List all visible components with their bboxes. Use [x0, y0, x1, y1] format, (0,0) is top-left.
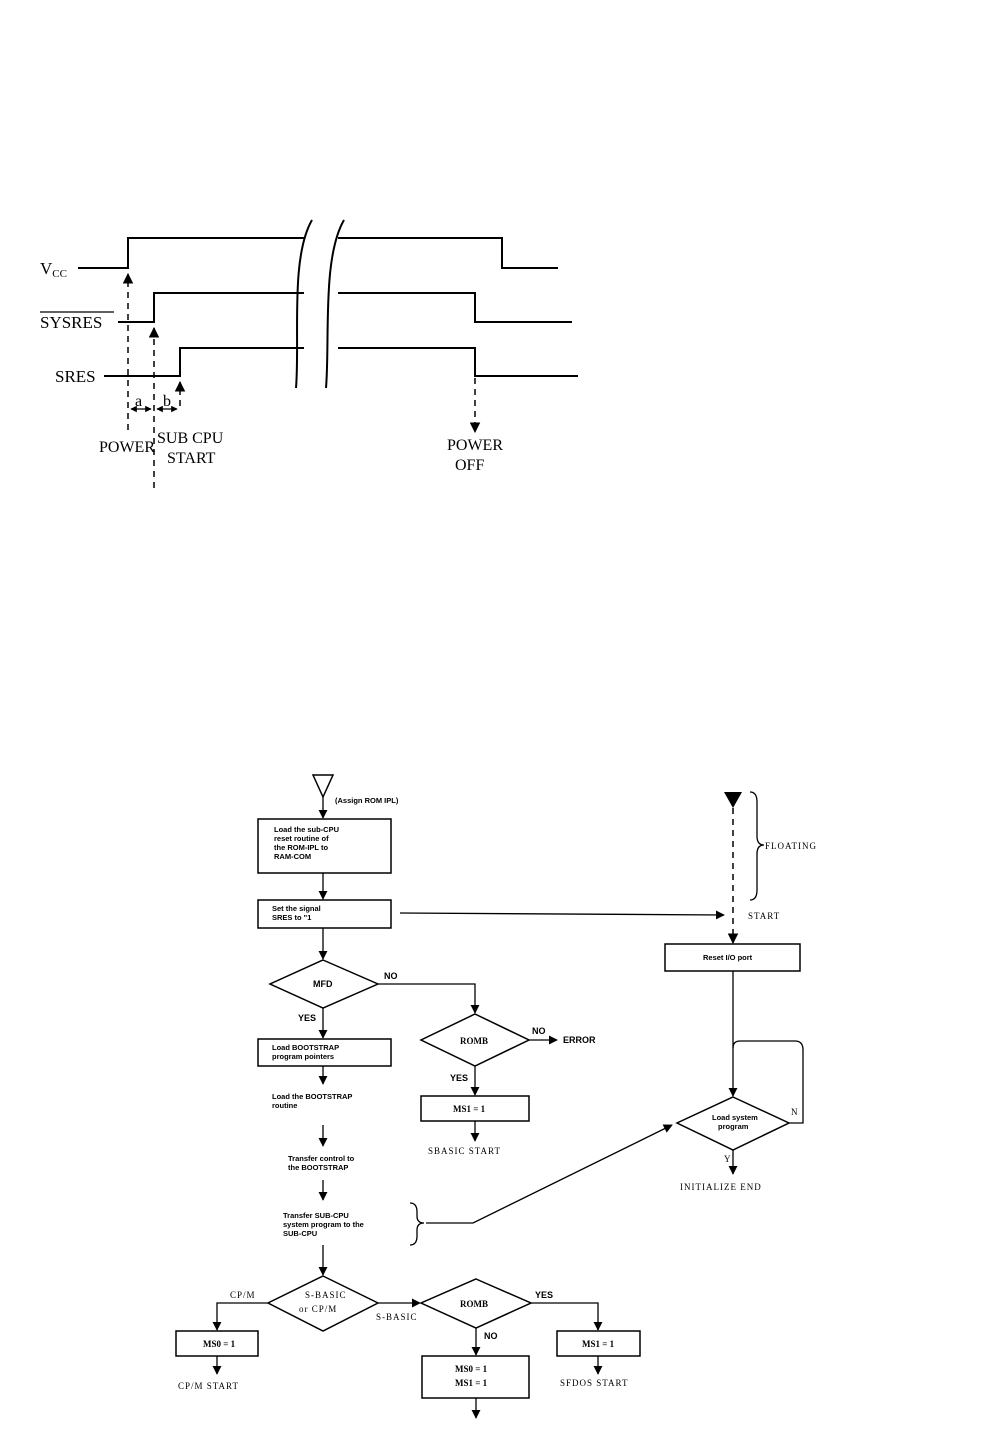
y-label: Y	[724, 1154, 732, 1164]
interval-b-label: b	[163, 393, 171, 410]
vcc-subscript: CC	[52, 268, 67, 280]
interval-a-label: a	[135, 393, 142, 410]
yes-label-3: YES	[535, 1290, 553, 1300]
no-label-1: NO	[384, 971, 398, 981]
power-off-label-2: OFF	[455, 457, 484, 474]
load-system-text: Load system program	[712, 1113, 760, 1131]
timing-diagram: VCC SYSRES SRES a b POWER SUB CPU START …	[40, 219, 578, 488]
sres-label: SRES	[55, 367, 96, 386]
sbasic-cpm-text: S-BASIC or CP/M	[299, 1290, 350, 1314]
load-bootstrap-ptrs-box	[257, 1038, 392, 1067]
initialize-end-label: INITIALIZE END	[680, 1182, 762, 1192]
ms1-box-b	[556, 1330, 641, 1357]
arrow	[378, 983, 480, 1014]
sysres-waveform	[118, 292, 572, 323]
sbasic-label: S-BASIC	[376, 1312, 418, 1322]
no-label-2: NO	[532, 1026, 546, 1036]
transfer-to-load-arrow	[426, 1124, 673, 1224]
arrow	[531, 1302, 603, 1331]
floating-brace	[749, 791, 765, 901]
set-signal-text: Set the signal SRES to "1	[272, 904, 323, 922]
ms1-label-a: MS1 = 1	[453, 1104, 486, 1114]
reset-io-label: Reset I/O port	[703, 953, 753, 962]
ms0-label: MS0 = 1	[203, 1339, 236, 1349]
error-label: ERROR	[563, 1035, 596, 1045]
load-bootstrap-ptrs-text: Load BOOTSTRAP program pointers	[272, 1043, 341, 1061]
cpm-label: CP/M	[230, 1290, 256, 1300]
loop-line	[732, 1040, 804, 1124]
romb-label-1: ROMB	[460, 1036, 488, 1046]
svg-text:VCC: VCC	[40, 259, 67, 280]
sfdos-start-label: SFDOS START	[560, 1378, 629, 1388]
sbasic-cpm-diamond	[266, 1275, 380, 1332]
transfer-control-text: Transfer control to the BOOTSTRAP	[288, 1154, 356, 1172]
ms0-box	[175, 1330, 259, 1357]
start-label: START	[167, 450, 216, 467]
mfd-label: MFD	[313, 979, 333, 989]
power-off-label-1: POWER	[447, 437, 503, 454]
sres-waveform	[104, 347, 578, 377]
vcc-label: V	[40, 259, 53, 278]
load-bootstrap-routine-text: Load the BOOTSTRAP routine	[272, 1092, 354, 1110]
break-mark-right	[325, 219, 345, 389]
no-label-3: NO	[484, 1331, 498, 1341]
ms1-box-a	[420, 1095, 530, 1122]
assign-label: (Assign ROM IPL)	[335, 796, 399, 805]
sub-cpu-label: SUB CPU	[157, 430, 224, 447]
sysres-label: SYSRES	[40, 313, 102, 332]
yes-label-2: YES	[450, 1073, 468, 1083]
reset-io-box	[664, 943, 801, 972]
n-label: N	[791, 1107, 799, 1117]
yes-label-1: YES	[298, 1013, 316, 1023]
transfer-sub-text: Transfer SUB-CPU system program to the S…	[283, 1211, 366, 1238]
flowchart-sub: FLOATING START Reset I/O port N Load sys…	[399, 791, 817, 1224]
romb-label-2: ROMB	[460, 1299, 488, 1309]
set-signal-box	[257, 899, 392, 929]
floating-triangle	[724, 792, 742, 808]
power-label: POWER	[99, 439, 155, 456]
arrow	[212, 1302, 268, 1331]
flowchart-main: (Assign ROM IPL) Load the sub-CPU reset …	[175, 774, 641, 1419]
floating-label: FLOATING	[765, 841, 817, 851]
ms1-label-b: MS1 = 1	[582, 1339, 615, 1349]
transfer-sub-brace	[409, 1202, 425, 1246]
start-signal-arrow	[399, 910, 725, 920]
ms0-ms1-box	[421, 1355, 530, 1399]
ms0-ms1-text: MS0 = 1 MS1 = 1	[455, 1364, 489, 1388]
load-reset-box	[257, 818, 392, 874]
vcc-waveform	[78, 237, 558, 269]
sbasic-start-label: SBASIC START	[428, 1146, 501, 1156]
load-reset-text: Load the sub-CPU reset routine of the RO…	[274, 825, 341, 861]
cpm-start-label: CP/M START	[178, 1381, 239, 1391]
start-triangle	[311, 774, 335, 799]
start-label-right: START	[748, 911, 780, 921]
break-mark-left	[295, 219, 313, 389]
